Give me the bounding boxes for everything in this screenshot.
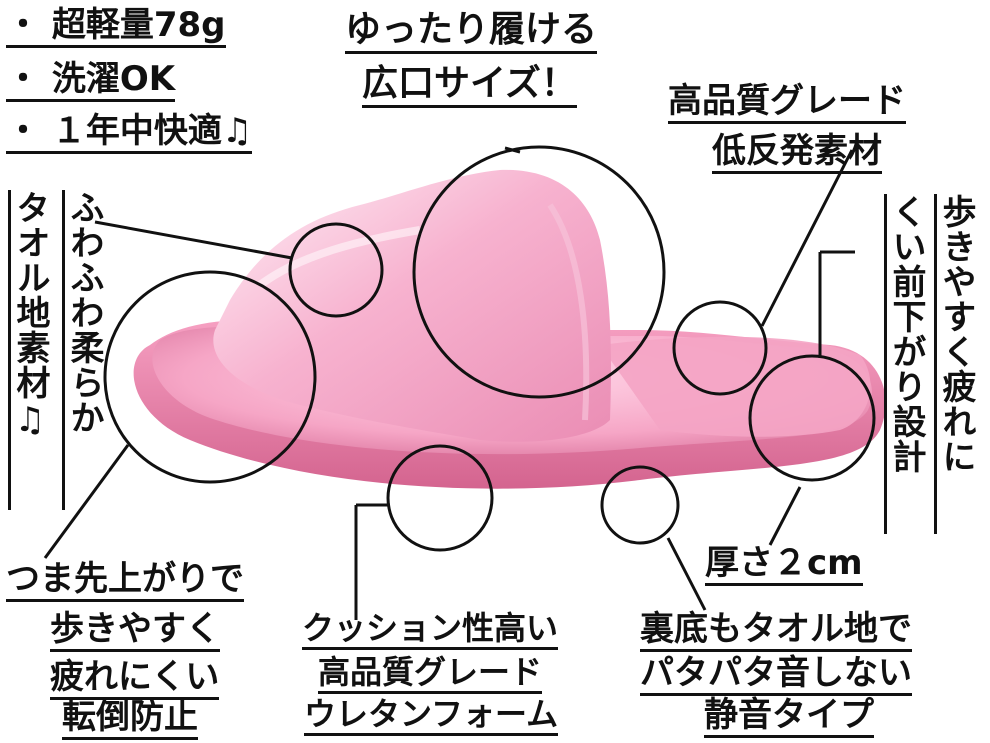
leader-line	[94, 220, 293, 260]
label-cushion-line3: ウレタンフォーム	[304, 698, 559, 736]
callout-circle-sole-bottom	[600, 465, 680, 545]
label-memory-foam-line2: 低反発素材	[712, 134, 882, 174]
label-front-slope-line1: 歩きやすく疲れに	[934, 194, 976, 534]
callout-circle-sole-center	[386, 444, 494, 552]
slipper-strap	[213, 169, 611, 442]
label-silent-line3: 静音タイプ	[704, 698, 874, 738]
leader-line	[768, 486, 802, 546]
feature-washable: ・ 洗濯OK	[6, 62, 176, 102]
label-silent-line1: 裏底もタオル地で	[640, 612, 912, 652]
leader-line	[43, 444, 130, 559]
leader-line	[666, 537, 707, 611]
callout-circle-large-left	[103, 270, 317, 484]
callout-circle-heel-side	[748, 354, 876, 482]
label-wide-opening-line2: 広口サイズ！	[362, 66, 577, 108]
callout-circle-large-strap	[412, 145, 666, 399]
leader-line	[504, 146, 521, 154]
label-silent-line2: パタパタ音しない	[640, 656, 912, 696]
feature-weight: ・ 超軽量78g	[6, 8, 226, 48]
label-thickness: 厚さ２cm	[705, 546, 863, 586]
label-front-slope-line2: くい前下がり設計	[884, 194, 926, 534]
label-memory-foam-line1: 高品質グレード	[668, 84, 906, 124]
leader-line	[760, 149, 854, 327]
label-toe-up-line3: 疲れにくい	[50, 660, 220, 700]
label-cushion-line2: 高品質グレード	[318, 656, 543, 694]
callout-circle-heel-top	[672, 300, 768, 396]
label-toe-up-line1: つま先上がりで	[6, 562, 244, 602]
label-wide-opening-line1: ゆったり履ける	[345, 12, 598, 54]
label-towel-material: タオル地素材♫	[8, 190, 50, 510]
label-toe-up-line4: 転倒防止	[62, 700, 198, 740]
label-fluffy-soft: ふわふわ柔らか	[62, 190, 104, 510]
label-cushion-line1: クッション性高い	[302, 612, 559, 650]
callout-circle-small-top-left	[288, 222, 384, 318]
feature-all-season: ・ １年中快適♫	[6, 114, 253, 154]
label-toe-up-line2: 歩きやすく	[50, 612, 220, 652]
slipper-heel	[600, 336, 871, 437]
